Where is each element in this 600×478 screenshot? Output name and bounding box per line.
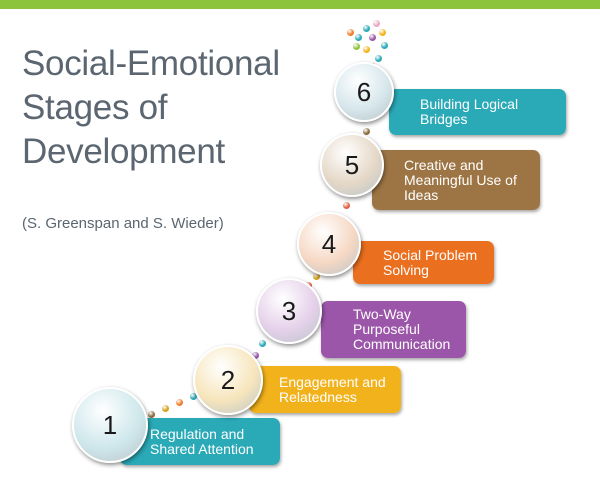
title-line-1: Social-Emotional <box>22 44 280 83</box>
connector-dot <box>378 28 386 36</box>
stage-2-circle: 2 <box>193 345 263 415</box>
stage-2-box: Engagement and Relatedness <box>249 366 401 413</box>
stage-1-label: Regulation and Shared Attention <box>150 425 254 457</box>
top-accent-bar <box>0 0 600 9</box>
page-subtitle: (S. Greenspan and S. Wieder) <box>22 215 224 232</box>
stage-6-circle: 6 <box>334 62 394 122</box>
stage-6-label: Building Logical Bridges <box>420 96 519 127</box>
stage-6-box: Building Logical Bridges <box>389 89 566 135</box>
stage-5-circle: 5 <box>320 133 384 197</box>
connector-dot <box>175 398 183 406</box>
stage-5-box: Creative and Meaningful Use of Ideas <box>372 150 540 210</box>
stage-3-label: Two-Way Purposeful Communication <box>353 306 451 352</box>
connector-dot <box>362 127 370 135</box>
connector-dot <box>380 41 388 49</box>
connector-dot <box>161 404 169 412</box>
connector-dot <box>372 19 380 27</box>
stage-4-circle: 4 <box>297 212 361 276</box>
connector-dot <box>346 28 354 36</box>
connector-dot <box>342 201 350 209</box>
stage-4-label: Social Problem Solving <box>383 246 478 278</box>
connector-dot <box>189 392 197 400</box>
stage-3-circle: 3 <box>256 278 322 344</box>
connector-dot <box>362 45 370 53</box>
stage-6-number: 6 <box>356 76 372 107</box>
connector-dot <box>352 42 360 50</box>
connector-dot <box>368 33 376 41</box>
stage-5-label: Creative and Meaningful Use of Ideas <box>404 156 517 203</box>
stage-2-number: 2 <box>220 364 236 395</box>
connector-dot <box>354 33 362 41</box>
stage-5-number: 5 <box>344 149 360 180</box>
stage-1-circle: 1 <box>72 387 148 463</box>
connector-dot <box>312 272 320 280</box>
page-title: Social-Emotional Stages of Development <box>22 42 322 174</box>
connector-dot <box>362 24 370 32</box>
stage-3-box: Two-Way Purposeful Communication <box>321 301 466 358</box>
title-line-3: Development <box>22 132 225 171</box>
stage-4-number: 4 <box>321 228 337 259</box>
title-line-2: Stages of <box>22 88 168 127</box>
stage-1-number: 1 <box>102 409 118 440</box>
connector-dot <box>251 351 259 359</box>
connector-dot <box>374 54 382 62</box>
stage-4-box: Social Problem Solving <box>353 241 494 284</box>
stage-2-label: Engagement and Relatedness <box>279 373 386 405</box>
connector-dot <box>258 339 266 347</box>
stage-3-number: 3 <box>281 295 297 326</box>
connector-dot <box>147 410 155 418</box>
